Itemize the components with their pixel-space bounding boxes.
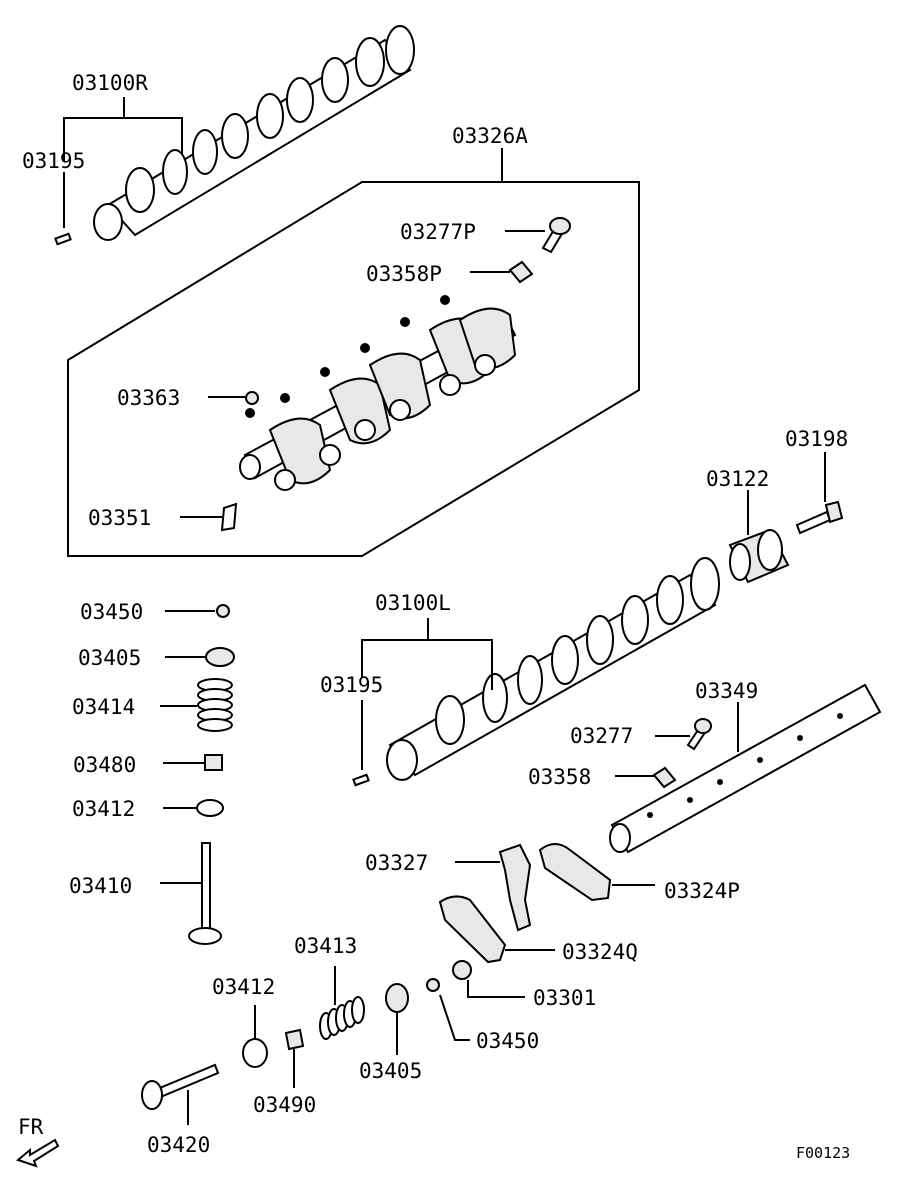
label-03351: 03351 (88, 506, 151, 530)
seal-03480 (204, 754, 223, 771)
label-03358P: 03358P (366, 262, 442, 286)
label-03326A: 03326A (452, 124, 528, 148)
front-arrow-icon (15, 1138, 60, 1168)
bolt-03198 (795, 500, 844, 535)
pin-03195-mid (352, 773, 370, 787)
label-03450-left: 03450 (80, 600, 143, 624)
label-03405-bottom: 03405 (359, 1059, 422, 1083)
label-03277P: 03277P (400, 220, 476, 244)
rocker-shaft-assembly (239, 295, 517, 491)
label-03195-top: 03195 (22, 149, 85, 173)
seat-03412-bottom (242, 1038, 268, 1068)
label-03420: 03420 (147, 1133, 210, 1157)
retainer-03405-bottom (385, 983, 409, 1013)
label-03324P: 03324P (664, 879, 740, 903)
rocker-arm-03324Q (438, 895, 507, 964)
bolt-03277P (541, 217, 571, 254)
label-03349: 03349 (695, 679, 758, 703)
label-03480: 03480 (73, 753, 136, 777)
bolt-03277 (686, 718, 712, 751)
label-03358: 03358 (528, 765, 591, 789)
pin-03351 (220, 502, 238, 532)
label-03490: 03490 (253, 1093, 316, 1117)
part-03301 (452, 960, 472, 980)
spring-03414 (197, 678, 233, 732)
rocker-arm-03327 (498, 843, 532, 932)
valve-03420 (141, 1063, 220, 1110)
label-03363: 03363 (117, 386, 180, 410)
spring-03413 (319, 996, 365, 1040)
label-03195-mid: 03195 (320, 673, 383, 697)
keeper-03450-left (216, 604, 230, 618)
label-03301: 03301 (533, 986, 596, 1010)
label-03413: 03413 (294, 934, 357, 958)
camshaft-right (93, 25, 415, 241)
assembly-outline-03326A (67, 181, 640, 557)
label-03410: 03410 (69, 874, 132, 898)
retainer-03405-left (205, 647, 235, 667)
front-marker-label: FR (18, 1115, 44, 1139)
label-03100R: 03100R (72, 71, 148, 95)
label-03277: 03277 (570, 724, 633, 748)
seal-03490 (284, 1028, 305, 1051)
keeper-03450-bottom (426, 978, 440, 992)
label-03412-left: 03412 (72, 797, 135, 821)
washer-03358 (652, 766, 677, 789)
label-03414: 03414 (72, 695, 135, 719)
part-03363 (245, 391, 259, 405)
rocker-shaft-03349 (609, 683, 882, 854)
label-03198: 03198 (785, 427, 848, 451)
figure-code: F00123 (796, 1144, 850, 1162)
label-03122: 03122 (706, 467, 769, 491)
label-03327: 03327 (365, 851, 428, 875)
rocker-arm-03324P (538, 843, 612, 902)
label-03100L: 03100L (375, 591, 451, 615)
washer-03358P (508, 260, 534, 284)
pin-03195-top (54, 232, 72, 246)
camshaft-left (386, 557, 720, 781)
gear-03122 (728, 528, 790, 584)
seat-03412-left (196, 799, 224, 817)
valve-03410 (188, 842, 222, 945)
label-03412-bottom: 03412 (212, 975, 275, 999)
label-03405-left: 03405 (78, 646, 141, 670)
label-03450-bottom: 03450 (476, 1029, 539, 1053)
label-03324Q: 03324Q (562, 940, 638, 964)
